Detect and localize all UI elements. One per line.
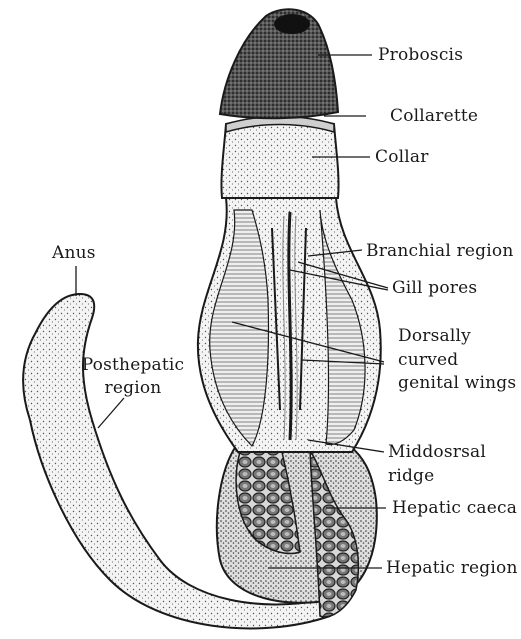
label-hepatic-region: Hepatic region	[386, 558, 518, 578]
label-dorsally: Dorsally	[398, 326, 471, 346]
label-posthepatic-region: region	[78, 378, 188, 398]
label-anus: Anus	[52, 243, 96, 263]
label-curved: curved	[398, 350, 458, 370]
label-hepatic-caeca: Hepatic caeca	[392, 498, 517, 518]
collar	[221, 118, 338, 198]
label-genital-wings: genital wings	[398, 373, 516, 393]
label-ridge: ridge	[388, 466, 434, 486]
label-posthepatic: Posthepatic	[78, 355, 188, 375]
label-branchial-region: Branchial region	[366, 241, 513, 261]
label-gill-pores: Gill pores	[392, 278, 477, 298]
label-proboscis: Proboscis	[378, 45, 463, 65]
label-middorsal: Middosrsal	[388, 442, 486, 462]
label-collar: Collar	[375, 147, 429, 167]
label-collarette: Collarette	[390, 106, 478, 126]
